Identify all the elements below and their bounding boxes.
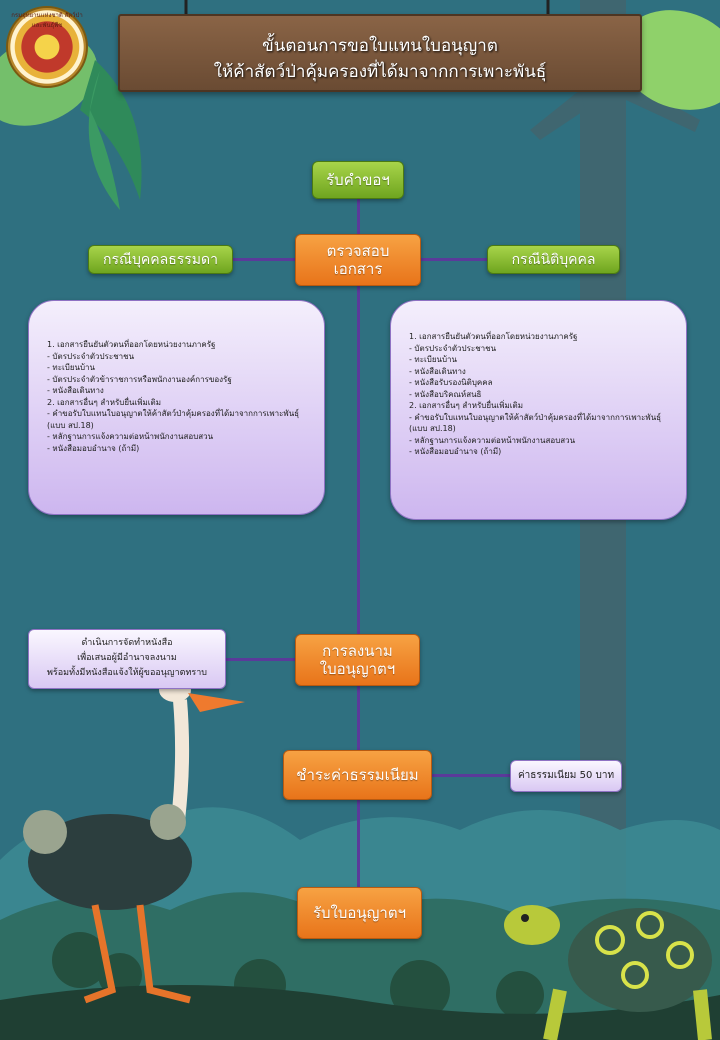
title-line-1: ขั้นตอนการขอใบแทนใบอนุญาต bbox=[262, 36, 498, 56]
individual-doc-line: 1. เอกสารยืนยันตัวตนที่ออกโดยหน่วยงานภาค… bbox=[47, 340, 216, 349]
turtle-illustration bbox=[504, 905, 712, 1040]
individual-doc-line: - หนังสือเดินทาง bbox=[47, 386, 104, 395]
individual-doc-line: (แบบ สป.18) bbox=[47, 420, 94, 430]
step-pay-fee: ชำระค่าธรรมเนียม bbox=[283, 750, 432, 800]
connector-sign-note bbox=[226, 658, 296, 661]
individual-docs-box: 1. เอกสารยืนยันตัวตนที่ออกโดยหน่วยงานภาค… bbox=[28, 300, 325, 515]
connector-fee-note bbox=[432, 774, 510, 777]
title-line-2: ให้ค้าสัตว์ป่าคุ้มครองที่ได้มาจากการเพาะ… bbox=[213, 62, 547, 82]
individual-doc-line: - ทะเบียนบ้าน bbox=[47, 363, 96, 372]
juristic-doc-line: - หนังสือรับรองนิติบุคคล bbox=[409, 378, 493, 387]
juristic-doc-line: - คำขอรับใบแทนใบอนุญาตให้ค้าสัตว์ป่าคุ้ม… bbox=[409, 412, 662, 422]
juristic-doc-line: (แบบ สป.18) bbox=[409, 424, 456, 433]
juristic-doc-line: 2. เอกสารอื่นๆ สำหรับยื่นเพิ่มเติม bbox=[409, 401, 524, 410]
case-juristic: กรณีนิติบุคคล bbox=[487, 245, 620, 274]
title-banner: ขั้นตอนการขอใบแทนใบอนุญาต ให้ค้าสัตว์ป่า… bbox=[118, 14, 642, 92]
step-check-line-2: เอกสาร bbox=[333, 260, 383, 278]
ostrich-illustration bbox=[23, 678, 245, 1004]
juristic-doc-line: - บัตรประจำตัวประชาชน bbox=[409, 343, 497, 353]
case-individual: กรณีบุคคลธรรมดา bbox=[88, 245, 233, 274]
juristic-doc-line: - ทะเบียนบ้าน bbox=[409, 355, 458, 364]
individual-doc-line: 2. เอกสารอื่นๆ สำหรับยื่นเพิ่มเติม bbox=[47, 397, 162, 407]
palm-leaf-left bbox=[80, 60, 142, 210]
step-check-documents: ตรวจสอบ เอกสาร bbox=[295, 234, 421, 286]
individual-doc-line: - บัตรประจำตัวประชาชน bbox=[47, 351, 135, 361]
fee-note-box: ค่าธรรมเนียม 50 บาท bbox=[510, 760, 622, 792]
monstera-leaf-right bbox=[619, 10, 720, 110]
juristic-docs-box: 1. เอกสารยืนยันตัวตนที่ออกโดยหน่วยงานภาค… bbox=[390, 300, 687, 520]
juristic-doc-line: - หนังสือเดินทาง bbox=[409, 366, 466, 376]
individual-doc-line: - หลักฐานการแจ้งความต่อหน้าพนักงานสอบสวน bbox=[47, 432, 214, 441]
step-sign-line-2: ใบอนุญาตฯ bbox=[319, 660, 396, 678]
connector-right-case bbox=[420, 258, 488, 261]
individual-doc-line: - หนังสือมอบอำนาจ (ถ้ามี) bbox=[47, 443, 140, 453]
individual-doc-line: - บัตรประจำตัวข้าราชการหรือพนักงานองค์กา… bbox=[47, 374, 232, 384]
department-logo: กรมอุทยานแห่งชาติ สัตว์ป่า และพันธุ์พืช bbox=[6, 6, 88, 88]
step-receive-license: รับใบอนุญาตฯ bbox=[297, 887, 422, 939]
sign-note-line: พร้อมทั้งมีหนังสือแจ้งให้ผู้ขออนุญาตทราบ bbox=[46, 668, 208, 678]
connector-left-case bbox=[232, 258, 296, 261]
individual-doc-line: - คำขอรับใบแทนใบอนุญาตให้ค้าสัตว์ป่าคุ้ม… bbox=[47, 409, 300, 418]
sign-note-box: ดำเนินการจัดทำหนังสือ เพื่อเสนอผู้มีอำนา… bbox=[28, 629, 226, 689]
step-sign-line-1: การลงนาม bbox=[322, 642, 393, 660]
step-check-line-1: ตรวจสอบ bbox=[326, 242, 390, 260]
sign-note-line: เพื่อเสนอผู้มีอำนาจลงนาม bbox=[77, 653, 177, 663]
juristic-doc-line: - หลักฐานการแจ้งความต่อหน้าพนักงานสอบสวน bbox=[409, 435, 576, 445]
juristic-doc-line: - หนังสือมอบอำนาจ (ถ้ามี) bbox=[409, 447, 502, 456]
juristic-doc-line: 1. เอกสารยืนยันตัวตนที่ออกโดยหน่วยงานภาค… bbox=[409, 332, 578, 341]
juristic-doc-line: - หนังสือบริคณห์สนธิ bbox=[409, 389, 482, 399]
step-sign-license: การลงนาม ใบอนุญาตฯ bbox=[295, 634, 420, 686]
sign-note-line: ดำเนินการจัดทำหนังสือ bbox=[81, 638, 173, 648]
logo-ring-text: กรมอุทยานแห่งชาติ สัตว์ป่า และพันธุ์พืช bbox=[11, 12, 83, 29]
step-receive-request: รับคำขอฯ bbox=[312, 161, 404, 199]
connector-main-vertical bbox=[357, 198, 360, 888]
